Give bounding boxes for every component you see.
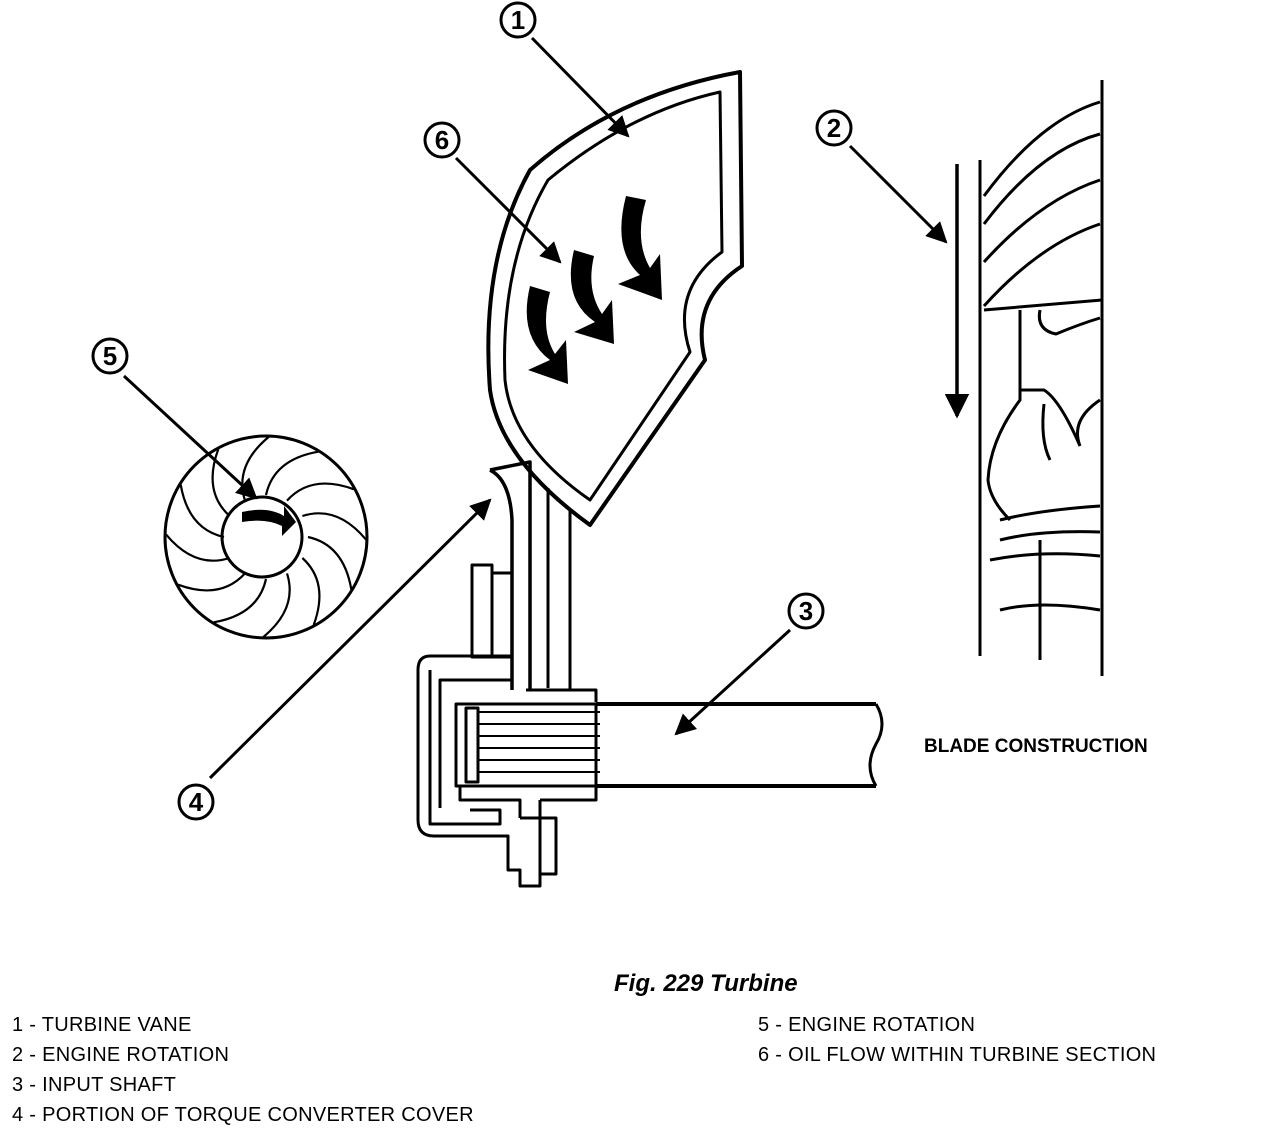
- hub-assembly: [416, 460, 600, 888]
- svg-text:2: 2: [827, 113, 841, 143]
- legend-item: 1 - TURBINE VANE: [12, 1014, 192, 1036]
- turbine-diagram: 1 2 3 4 5 6 BLADE CONSTRUCTION: [91, 1, 1148, 888]
- wheel-blade: [177, 572, 246, 592]
- callout-4: 4: [177, 783, 215, 821]
- svg-text:4: 4: [189, 787, 204, 817]
- wheel-blade: [262, 573, 291, 638]
- callout-3: 3: [787, 592, 825, 630]
- wheel-blade: [264, 450, 319, 496]
- input-shaft: [596, 702, 884, 788]
- svg-text:6: 6: [435, 125, 449, 155]
- wheel-blade: [211, 448, 231, 517]
- wheel-blade: [307, 535, 353, 590]
- blade-construction-detail: [978, 80, 1104, 676]
- figure-caption: Fig. 229 Turbine: [614, 970, 798, 997]
- legend-item: 4 - PORTION OF TORQUE CONVERTER COVER: [12, 1104, 474, 1126]
- callout-5: 5: [91, 337, 129, 375]
- wheel-blade: [302, 512, 367, 541]
- svg-text:3: 3: [799, 596, 813, 626]
- legend-right: 5 - ENGINE ROTATION 6 - OIL FLOW WITHIN …: [758, 1010, 1156, 1070]
- wheel-blade: [165, 533, 230, 562]
- wheel-blade: [213, 578, 268, 624]
- callout-2: 2: [815, 109, 853, 147]
- wheel-blade: [179, 484, 225, 539]
- wheel-blade: [286, 482, 355, 502]
- svg-text:1: 1: [511, 5, 525, 35]
- legend-item: 6 - OIL FLOW WITHIN TURBINE SECTION: [758, 1044, 1157, 1066]
- engine-rotation-wheel: [163, 434, 369, 640]
- legend-item: 5 - ENGINE ROTATION: [758, 1014, 976, 1036]
- turbine-vane: [486, 70, 744, 527]
- leader-lines: [122, 36, 948, 780]
- wheel-blade: [301, 557, 321, 626]
- callout-1: 1: [499, 1, 537, 39]
- legend-left: 1 - TURBINE VANE 2 - ENGINE ROTATION 3 -…: [12, 1010, 474, 1130]
- blade-construction-label: BLADE CONSTRUCTION: [924, 736, 1148, 757]
- svg-text:5: 5: [103, 341, 117, 371]
- legend-item: 3 - INPUT SHAFT: [12, 1074, 177, 1096]
- legend-item: 2 - ENGINE ROTATION: [12, 1044, 230, 1066]
- oil-flow-arrows: [526, 196, 662, 384]
- callout-6: 6: [423, 121, 461, 159]
